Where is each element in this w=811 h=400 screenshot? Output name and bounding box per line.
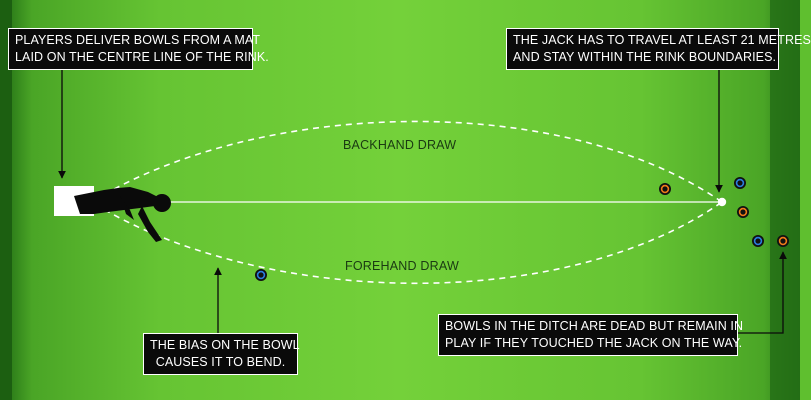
bowl-backhand-path <box>659 183 671 195</box>
bowl-near-jack-top <box>734 177 746 189</box>
jack <box>717 197 727 207</box>
callout-ditch-line1: BOWLS IN THE DITCH ARE DEAD BUT REMAIN I… <box>445 319 744 333</box>
forehand-draw-label: FOREHAND DRAW <box>345 259 459 273</box>
callout-ditch: BOWLS IN THE DITCH ARE DEAD BUT REMAIN I… <box>438 314 744 356</box>
bowl-ditch-right <box>777 235 789 247</box>
callout-mat-line1: PLAYERS DELIVER BOWLS FROM A MAT <box>15 33 261 47</box>
player-silhouette <box>74 187 171 242</box>
callout-jack-line1: THE JACK HAS TO TRAVEL AT LEAST 21 METRE… <box>513 33 811 47</box>
backhand-draw-label: BACKHAND DRAW <box>343 138 457 152</box>
callout-mat: PLAYERS DELIVER BOWLS FROM A MAT LAID ON… <box>8 28 269 70</box>
callout-mat-line2: LAID ON THE CENTRE LINE OF THE RINK. <box>15 50 269 64</box>
callout-jack: THE JACK HAS TO TRAVEL AT LEAST 21 METRE… <box>506 28 811 70</box>
bowl-near-jack-right <box>737 206 749 218</box>
callout-jack-line2: AND STAY WITHIN THE RINK BOUNDARIES. <box>513 50 777 64</box>
callout-ditch-line2: PLAY IF THEY TOUCHED THE JACK ON THE WAY… <box>445 336 743 350</box>
callout-bias-line1: THE BIAS ON THE BOWL <box>150 338 300 352</box>
bowl-forehand-path <box>255 269 267 281</box>
bowl-ditch-left <box>752 235 764 247</box>
arrow-to-ditch <box>738 251 787 334</box>
callout-bias: THE BIAS ON THE BOWL CAUSES IT TO BEND. <box>143 333 300 375</box>
ditch-left <box>0 0 12 400</box>
callout-bias-line2: CAUSES IT TO BEND. <box>155 355 286 369</box>
